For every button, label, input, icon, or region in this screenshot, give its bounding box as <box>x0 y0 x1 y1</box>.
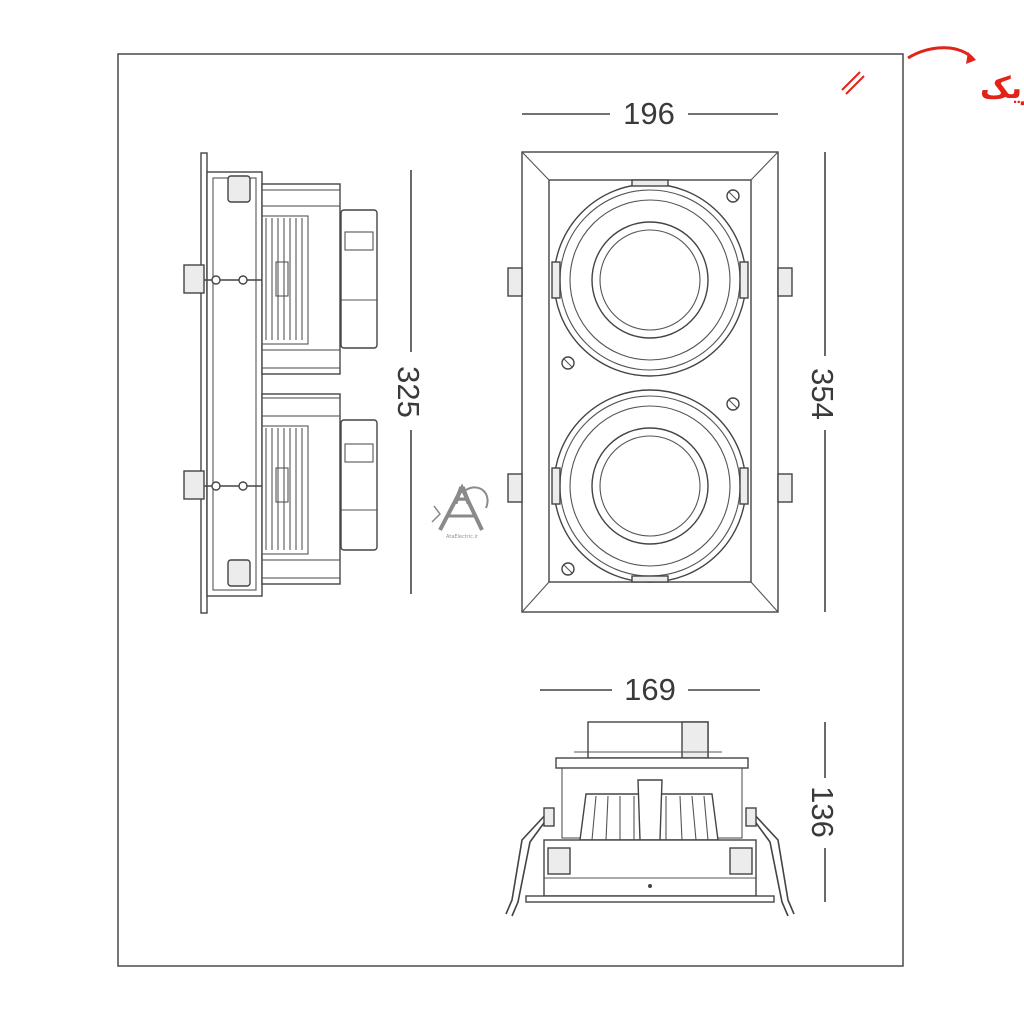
screw-icon <box>726 397 740 411</box>
profile-view: 169 <box>505 672 840 917</box>
watermark-caption: AtaElectric.ir <box>446 534 479 540</box>
front-height-dimension: 354 <box>805 368 840 420</box>
spring-clip-icon <box>183 467 289 503</box>
watermark-letter: A <box>453 482 472 510</box>
drawing-frame <box>117 53 904 967</box>
screw-icon <box>561 356 575 370</box>
spring-clip-icon <box>505 807 555 917</box>
spring-clip-icon <box>745 807 795 917</box>
front-view: 196 <box>507 96 840 613</box>
side-height-dimension: 325 <box>391 366 426 418</box>
brand-logo-text: آتاالکتریک <box>980 69 1024 106</box>
brand-logo-icon: آتاالکتریک <box>841 46 1024 106</box>
screw-icon <box>561 562 575 576</box>
bottom-height-dimension: 136 <box>805 786 840 838</box>
watermark-icon: A AtaElectric.ir <box>431 482 489 540</box>
front-width-dimension: 196 <box>623 96 675 131</box>
screw-icon <box>726 189 740 203</box>
bottom-width-dimension: 169 <box>624 672 676 707</box>
side-view: 325 <box>183 152 426 614</box>
spring-clip-icon <box>183 261 289 297</box>
